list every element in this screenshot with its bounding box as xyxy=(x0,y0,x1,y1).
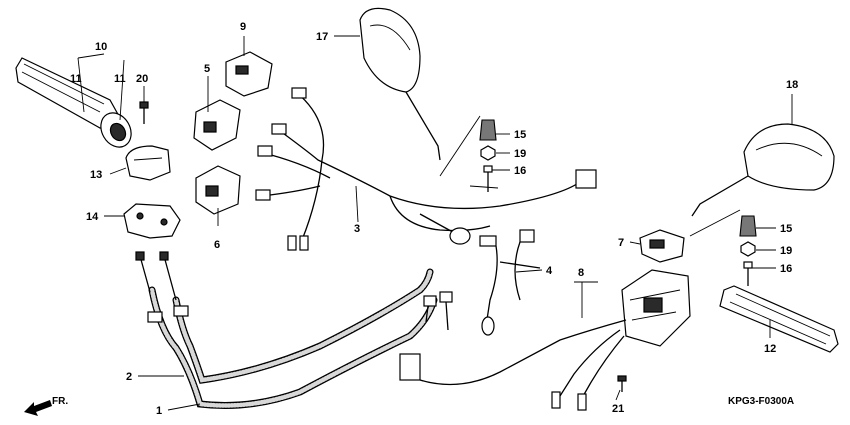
callout-5: 5 xyxy=(204,63,210,75)
arrow-left-icon xyxy=(24,400,52,416)
callout-2: 2 xyxy=(126,371,132,383)
switch-5 xyxy=(193,99,241,151)
right-mirror xyxy=(691,123,835,217)
front-direction-arrow: FR. xyxy=(24,396,68,416)
callout-20: 20 xyxy=(136,73,148,85)
throttle-cables xyxy=(135,251,453,409)
screw-21 xyxy=(617,375,627,392)
left-mirror xyxy=(359,7,441,161)
callout-19-right: 19 xyxy=(780,245,792,257)
switch-housing-lower xyxy=(123,203,181,239)
direction-label: FR. xyxy=(52,396,68,407)
callout-labels: 10 11 11 20 13 14 5 6 9 17 3 4 7 8 18 15… xyxy=(70,21,798,417)
mirror-hardware-right xyxy=(689,209,757,286)
callout-11-right: 11 xyxy=(114,73,126,85)
callout-1: 1 xyxy=(156,405,162,417)
switch-9 xyxy=(225,51,273,97)
callout-18: 18 xyxy=(786,79,798,91)
callout-15-right: 15 xyxy=(780,223,792,235)
right-handlebar-grip xyxy=(719,285,839,353)
callout-15-left: 15 xyxy=(514,129,526,141)
left-handlebar-grip xyxy=(15,57,132,148)
mirror-hardware-left xyxy=(439,115,499,192)
switch-7 xyxy=(639,229,685,263)
callout-16-right: 16 xyxy=(780,263,792,275)
main-wire-harness xyxy=(255,87,597,251)
callout-4: 4 xyxy=(546,265,553,277)
switch-housing-upper xyxy=(125,145,171,181)
screw-20 xyxy=(139,101,149,124)
right-switch-assembly xyxy=(399,269,691,411)
switch-6 xyxy=(195,165,241,215)
callout-7: 7 xyxy=(618,237,624,249)
callout-6: 6 xyxy=(214,239,220,251)
callout-17: 17 xyxy=(316,31,328,43)
callout-9: 9 xyxy=(240,21,246,33)
callout-10: 10 xyxy=(95,41,107,53)
callout-3: 3 xyxy=(354,223,360,235)
callout-11-left: 11 xyxy=(70,73,82,85)
callout-16-left: 16 xyxy=(514,165,526,177)
callout-21: 21 xyxy=(612,403,624,415)
sub-harness xyxy=(481,241,541,336)
callout-12: 12 xyxy=(764,343,776,355)
leader-lines xyxy=(77,35,793,411)
callout-14: 14 xyxy=(86,211,99,223)
callout-19-left: 19 xyxy=(514,148,526,160)
callout-13: 13 xyxy=(90,169,102,181)
diagram-code: KPG3-F0300A xyxy=(728,396,794,407)
callout-8: 8 xyxy=(578,267,584,279)
